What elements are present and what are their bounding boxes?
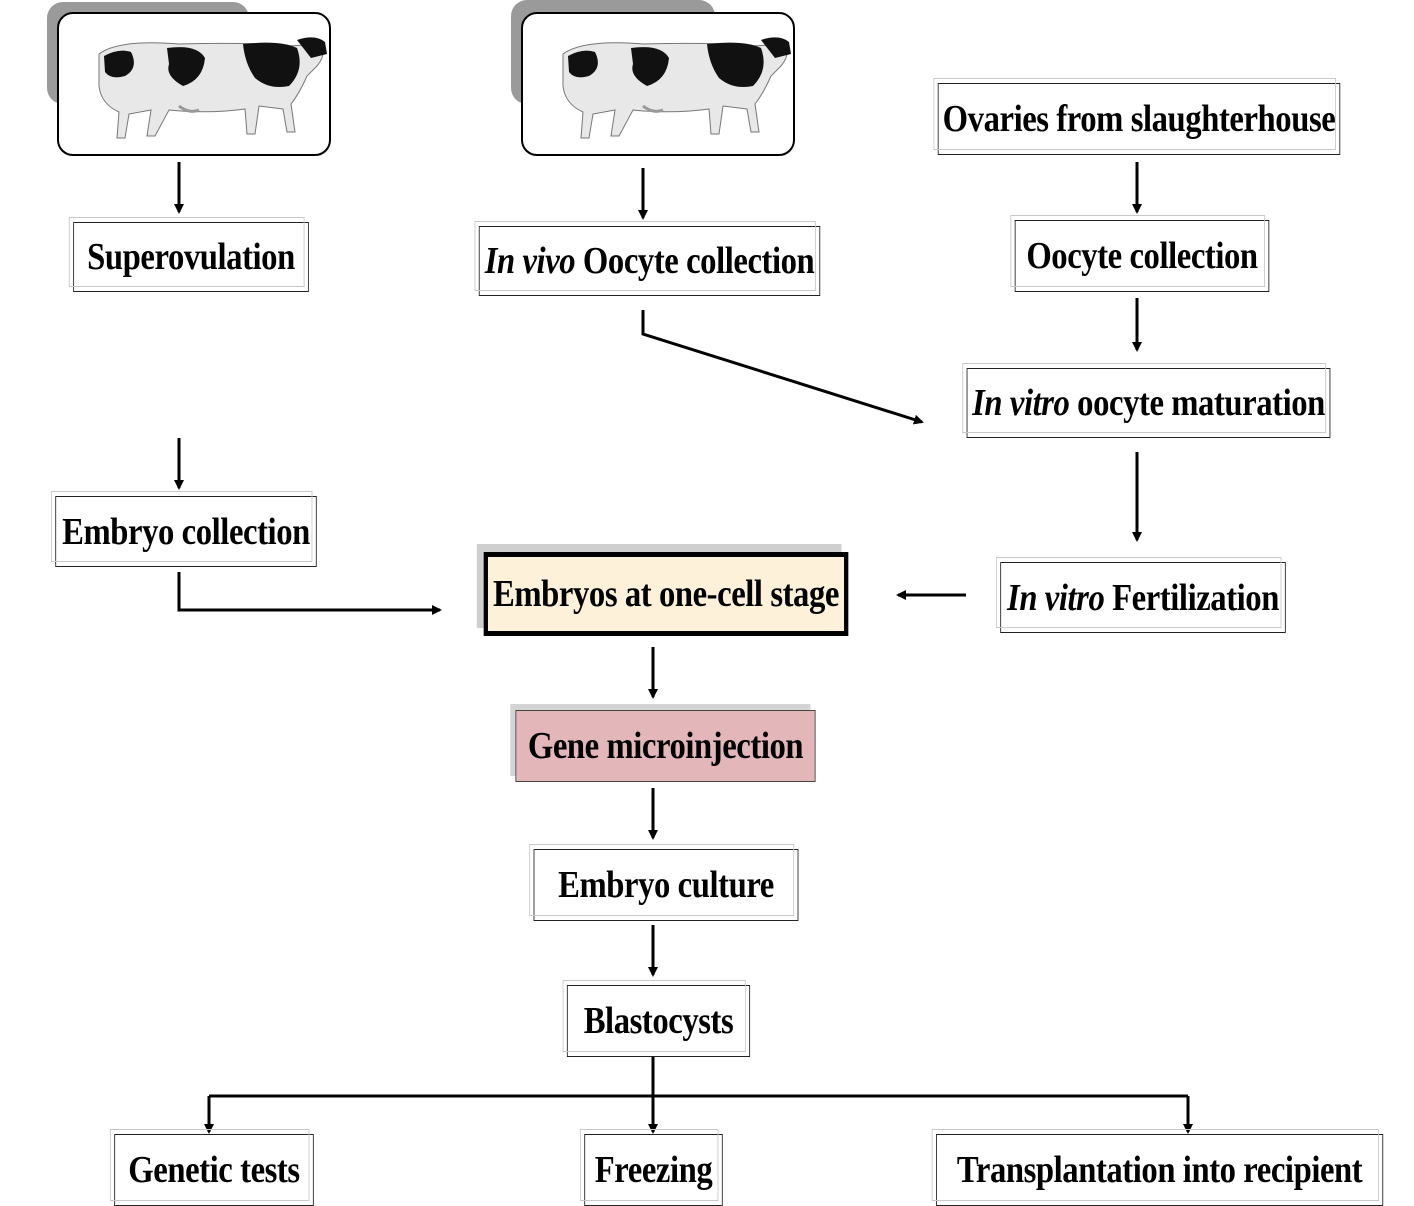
node-label: Superovulation bbox=[87, 236, 295, 278]
node-label-italic: In vivo bbox=[484, 240, 576, 282]
node-label-rest: Oocyte collection bbox=[575, 240, 815, 282]
node-label-rest: Fertilization bbox=[1104, 576, 1279, 619]
node-label-rest: oocyte maturation bbox=[1069, 382, 1325, 424]
node-label: Embryos at one-cell stage bbox=[493, 573, 839, 615]
node-label-italic: In vitro bbox=[1007, 576, 1105, 619]
node-blastocysts: Blastocysts bbox=[562, 980, 751, 1057]
node-label: Genetic tests bbox=[128, 1149, 300, 1191]
node-label: Transplantation into recipient bbox=[956, 1149, 1363, 1191]
node-label: Embryo culture bbox=[558, 864, 774, 906]
node-label-italic: In vitro bbox=[972, 382, 1070, 424]
node-label: In vitro oocyte maturation bbox=[972, 381, 1325, 425]
node-invitro-maturation: In vitro oocyte maturation bbox=[962, 363, 1331, 438]
node-label: Blastocysts bbox=[583, 1000, 734, 1042]
cow-image-left bbox=[57, 12, 331, 156]
node-embryos-one-cell: Embryos at one-cell stage bbox=[483, 552, 849, 636]
node-oocyte-collection: Oocyte collection bbox=[1010, 215, 1270, 292]
transplantation-clip: Transplantation into recipient bbox=[920, 1120, 1414, 1206]
cow-icon bbox=[98, 37, 327, 139]
node-transplantation: Transplantation into recipient bbox=[931, 1129, 1384, 1206]
cow-icon bbox=[562, 37, 791, 139]
node-invitro-fertilization: In vitro Fertilization bbox=[995, 557, 1286, 633]
node-label: Ovaries from slaughterhouse bbox=[942, 98, 1336, 140]
node-label: In vivo Oocyte collection bbox=[485, 239, 815, 283]
node-genetic-tests: Genetic tests bbox=[109, 1129, 314, 1206]
node-label: Gene microinjection bbox=[527, 725, 804, 767]
node-label: Oocyte collection bbox=[1026, 235, 1258, 277]
node-gene-microinjection: Gene microinjection bbox=[515, 710, 816, 782]
arrow-embryo-collection-to-one-cell bbox=[177, 572, 442, 615]
arrow-invivo-to-maturation bbox=[641, 310, 924, 425]
node-label: Embryo collection bbox=[62, 510, 310, 553]
node-embryo-collection: Embryo collection bbox=[50, 491, 317, 567]
node-label: Freezing bbox=[594, 1149, 713, 1191]
node-ovaries: Ovaries from slaughterhouse bbox=[933, 78, 1341, 155]
node-freezing: Freezing bbox=[579, 1129, 723, 1206]
node-label: In vitro Fertilization bbox=[1007, 576, 1279, 620]
node-embryo-culture: Embryo culture bbox=[529, 844, 799, 921]
node-invivo-oocyte-collection: In vivo Oocyte collection bbox=[474, 221, 821, 296]
node-superovulation: Superovulation bbox=[68, 217, 309, 292]
cow-image-right bbox=[521, 12, 795, 156]
